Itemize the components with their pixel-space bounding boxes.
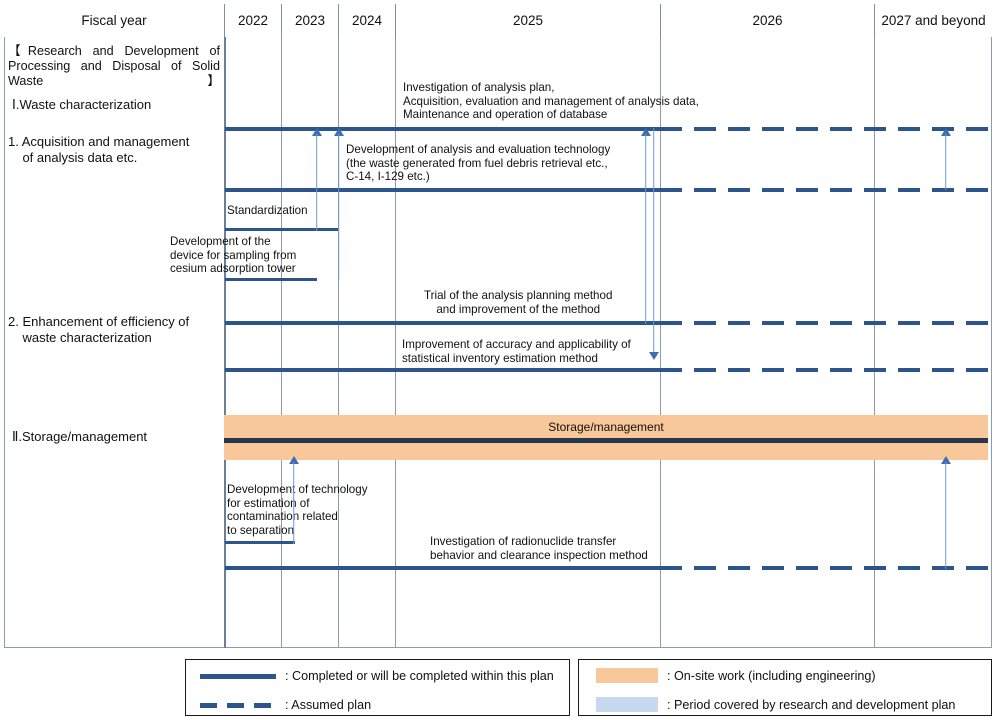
task-note-development-analysis-evaluation-tech: Development of analysis and evaluation t…: [346, 143, 611, 184]
row-label-acquisition-management: 1. Acquisition and management of analysi…: [8, 134, 190, 165]
task-bar-solid-storage-management: [224, 438, 988, 443]
task-note-standardization: Standardization: [227, 204, 308, 217]
header-cell-2027-and-beyond: 2027 and beyond: [875, 4, 992, 37]
grid-line-2026: [660, 37, 662, 648]
grid-line-left-column: [224, 37, 226, 648]
task-bar-solid-improvement-accuracy-statistical-inventory: [225, 368, 660, 372]
header-cell-2024: 2024: [339, 4, 396, 37]
header-cell-2023: 2023: [282, 4, 339, 37]
legend-item-period: : Period covered by research and develop…: [596, 697, 955, 712]
grid-line-2023: [281, 37, 283, 648]
task-note-development-tech-contamination-separation: Development of technology for estimation…: [227, 483, 368, 537]
task-bar-dashed-radionuclide-transfer-clearance-inspection: [660, 566, 988, 570]
task-bar-dashed-investigation-analysis-plan: [660, 127, 988, 131]
legend-item-dashed: : Assumed plan: [200, 698, 371, 712]
legend-swatch-dashed-line: [200, 702, 276, 708]
table-header-row: Fiscal year 2022 2023 2024 2025 2026 202…: [4, 4, 992, 37]
connector-arrow-contamination-to-storage-up: [288, 456, 299, 544]
task-bar-dashed-development-analysis-evaluation-tech: [660, 188, 988, 192]
task-bar-solid-development-tech-contamination-separation: [225, 541, 295, 544]
row-label-enhancement-efficiency: 2. Enhancement of efficiency of waste ch…: [8, 314, 190, 345]
section-label-waste-characterization: Ⅰ.Waste characterization: [12, 97, 152, 112]
task-note-investigation-analysis-plan: Investigation of analysis plan, Acquisit…: [403, 81, 699, 122]
task-bar-solid-trial-analysis-planning-method: [225, 321, 660, 325]
grid-line-2024: [338, 37, 340, 648]
group-heading-research-development: 【Research and Development of Processing …: [8, 44, 220, 88]
connector-arrow-analysis-to-improvement-down: [648, 128, 659, 360]
legend-label-dashed: : Assumed plan: [285, 698, 372, 712]
legend-swatch-onsite-work: [596, 668, 658, 683]
connector-arrow-radionuclide-to-storage-up: [940, 456, 951, 569]
task-bar-dashed-improvement-accuracy-statistical-inventory: [660, 368, 988, 372]
connector-arrow-trial-to-analysis-up: [640, 128, 651, 324]
task-bar-solid-investigation-analysis-plan: [225, 127, 660, 131]
legend-item-solid: : Completed or will be completed within …: [200, 669, 554, 683]
header-cell-2026: 2026: [661, 4, 875, 37]
task-note-trial-analysis-planning-method: Trial of the analysis planning method an…: [424, 289, 613, 316]
legend-label-solid: : Completed or will be completed within …: [285, 669, 554, 683]
connector-arrow-2026-acquisition-up: [940, 128, 951, 190]
legend-swatch-rd-period: [596, 697, 658, 712]
task-bar-solid-device-sampling-cesium-tower: [225, 278, 317, 281]
onsite-band-storage-management: [224, 415, 988, 460]
header-cell-fiscal-year: Fiscal year: [4, 4, 225, 37]
grid-line-2027: [874, 37, 876, 648]
task-note-improvement-accuracy-statistical-inventory: Improvement of accuracy and applicabilit…: [402, 338, 631, 365]
connector-arrow-device-sampling-up: [333, 128, 344, 280]
section-label-storage-management: Ⅱ.Storage/management: [12, 429, 148, 444]
task-bar-solid-radionuclide-transfer-clearance-inspection: [225, 566, 660, 570]
grid-line-2025: [395, 37, 397, 648]
task-bar-dashed-trial-analysis-planning-method: [660, 321, 988, 325]
task-bar-solid-standardization: [225, 228, 338, 231]
task-note-device-sampling-cesium-tower: Development of the device for sampling f…: [170, 235, 297, 276]
task-bar-solid-development-analysis-evaluation-tech: [225, 188, 660, 192]
legend-label-period: : Period covered by research and develop…: [667, 697, 956, 712]
connector-arrow-standardization-up: [311, 128, 322, 231]
legend-swatch-solid-line: [200, 673, 276, 679]
table-frame: [4, 4, 992, 648]
legend-item-onsite: : On-site work (including engineering): [596, 668, 876, 683]
header-cell-2025: 2025: [396, 4, 661, 37]
task-note-radionuclide-transfer-clearance-inspection: Investigation of radionuclide transfer b…: [430, 535, 648, 562]
legend-label-onsite: : On-site work (including engineering): [667, 668, 876, 683]
header-cell-2022: 2022: [225, 4, 282, 37]
task-note-storage-management: Storage/management: [548, 420, 664, 434]
